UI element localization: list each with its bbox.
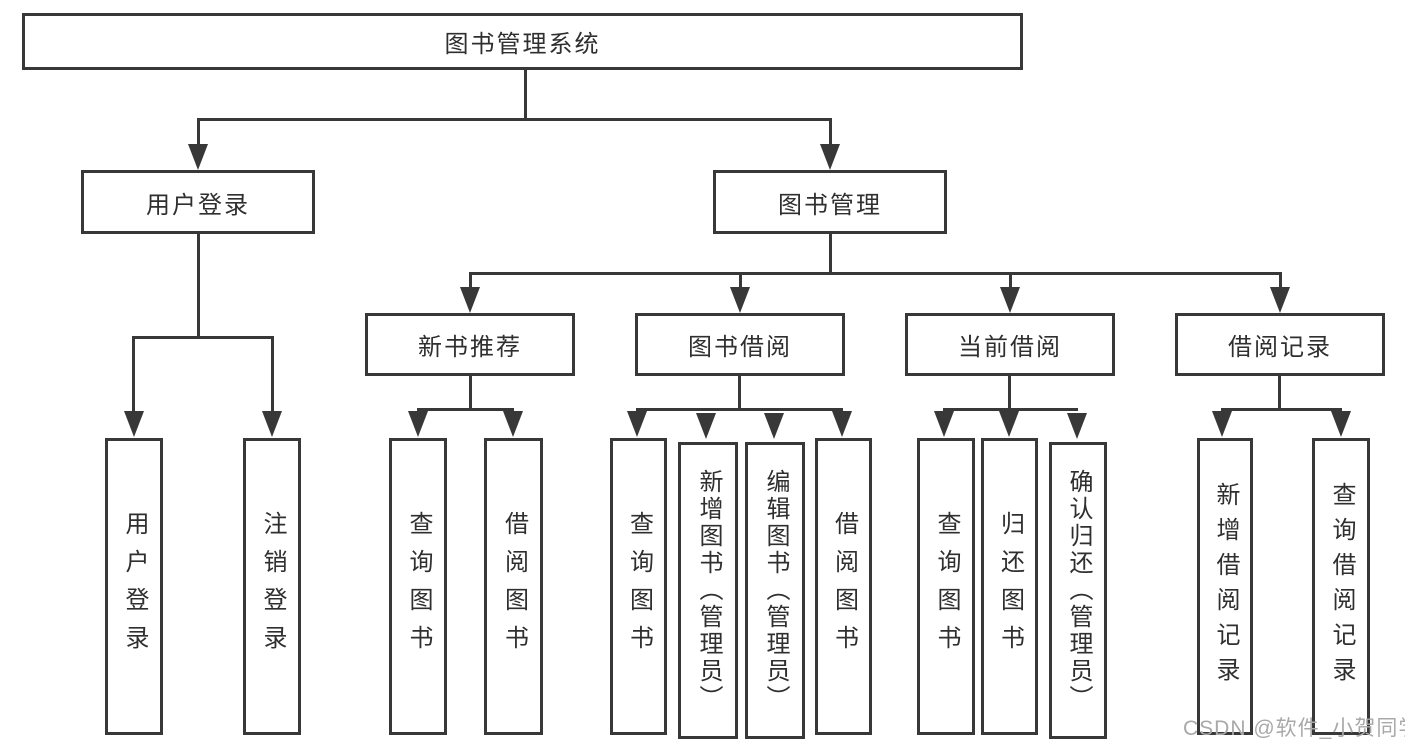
leaf-return-books: 归还图书 — [981, 438, 1038, 735]
connector-line — [829, 118, 832, 145]
connector-line — [739, 272, 742, 288]
leaf-add-borrow-record: 新增借阅记录 — [1197, 438, 1253, 735]
connector-line — [1278, 376, 1281, 411]
node-book-management: 图书管理 — [713, 170, 947, 234]
leaf-borrow-books-label: 借阅图书 — [830, 510, 858, 663]
leaf-logout-label: 注销登录 — [259, 510, 286, 663]
node-borrow-records-label: 借阅记录 — [1228, 334, 1332, 361]
leaf-recommend-query-books-label: 查询图书 — [405, 510, 432, 663]
leaf-user-login-label: 用户登录 — [121, 510, 148, 663]
connector-line — [197, 118, 200, 145]
connector-line — [469, 272, 472, 288]
node-user-login-label: 用户登录 — [146, 191, 250, 219]
leaf-add-books-admin: 新增图书（管理员） — [678, 442, 738, 739]
arrowhead-down-icon — [999, 411, 1019, 437]
connector-line — [1009, 272, 1012, 288]
connector-line — [271, 336, 274, 411]
node-borrow-records: 借阅记录 — [1175, 313, 1385, 376]
connector-line — [469, 376, 472, 411]
connector-line — [738, 376, 741, 411]
arrowhead-down-icon — [408, 411, 428, 437]
connector-line — [197, 234, 200, 336]
node-current-borrow-label: 当前借阅 — [958, 334, 1062, 361]
arrowhead-down-icon — [820, 144, 840, 170]
leaf-confirm-return-admin: 确认归还（管理员） — [1049, 442, 1107, 739]
leaf-borrow-books: 借阅图书 — [815, 438, 872, 735]
leaf-edit-books-admin: 编辑图书（管理员） — [745, 442, 805, 739]
connector-line — [417, 408, 514, 411]
leaf-current-query-books: 查询图书 — [917, 438, 975, 735]
leaf-query-borrow-record-label: 查询借阅记录 — [1328, 481, 1355, 692]
leaf-logout: 注销登录 — [243, 438, 301, 735]
connector-line — [132, 336, 135, 411]
arrowhead-down-icon — [188, 144, 208, 170]
leaf-add-books-admin-label: 新增图书（管理员） — [695, 469, 722, 712]
arrowhead-down-icon — [832, 411, 852, 437]
arrowhead-down-icon — [503, 411, 523, 437]
arrowhead-down-icon — [1067, 413, 1087, 439]
leaf-current-query-books-label: 查询图书 — [933, 510, 960, 663]
arrowhead-down-icon — [124, 411, 144, 437]
connector-line — [1008, 376, 1011, 411]
leaf-borrow-query-books-label: 查询图书 — [625, 510, 653, 663]
connector-line — [1279, 272, 1282, 288]
node-new-book-recommend: 新书推荐 — [365, 313, 575, 376]
leaf-recommend-borrow-books-label: 借阅图书 — [500, 510, 528, 663]
arrowhead-down-icon — [764, 413, 784, 439]
connector-line — [198, 118, 832, 121]
node-book-borrow-label: 图书借阅 — [688, 334, 792, 361]
csdn-watermark: CSDN @软件_小贺同学 — [1183, 717, 1405, 740]
node-root-label: 图书管理系统 — [444, 31, 601, 58]
arrowhead-down-icon — [1212, 411, 1232, 437]
arrowhead-down-icon — [934, 411, 954, 437]
arrowhead-down-icon — [460, 287, 480, 313]
leaf-add-borrow-record-label: 新增借阅记录 — [1212, 481, 1239, 692]
leaf-return-books-label: 归还图书 — [996, 510, 1024, 663]
node-book-management-label: 图书管理 — [778, 191, 882, 219]
leaf-recommend-borrow-books: 借阅图书 — [484, 438, 543, 735]
leaf-user-login: 用户登录 — [105, 438, 163, 735]
connector-line — [829, 234, 832, 274]
leaf-query-borrow-record: 查询借阅记录 — [1312, 438, 1370, 735]
arrowhead-down-icon — [730, 287, 750, 313]
leaf-borrow-query-books: 查询图书 — [610, 438, 667, 735]
arrowhead-down-icon — [1331, 411, 1351, 437]
node-new-book-recommend-label: 新书推荐 — [418, 334, 522, 361]
connector-line — [943, 408, 1078, 411]
leaf-recommend-query-books: 查询图书 — [389, 438, 447, 735]
connector-line — [133, 336, 273, 339]
node-book-borrow: 图书借阅 — [635, 313, 845, 376]
arrowhead-down-icon — [627, 411, 647, 437]
arrowhead-down-icon — [1270, 287, 1290, 313]
connector-line — [1221, 408, 1342, 411]
node-current-borrow: 当前借阅 — [905, 313, 1115, 376]
arrowhead-down-icon — [1000, 287, 1020, 313]
node-root: 图书管理系统 — [22, 13, 1023, 70]
connector-line — [469, 272, 1281, 275]
connector-line — [524, 69, 527, 118]
arrowhead-down-icon — [696, 413, 716, 439]
node-user-login: 用户登录 — [81, 170, 315, 234]
leaf-edit-books-admin-label: 编辑图书（管理员） — [762, 469, 789, 712]
leaf-confirm-return-admin-label: 确认归还（管理员） — [1065, 469, 1092, 712]
arrowhead-down-icon — [262, 411, 282, 437]
connector-line — [636, 408, 843, 411]
